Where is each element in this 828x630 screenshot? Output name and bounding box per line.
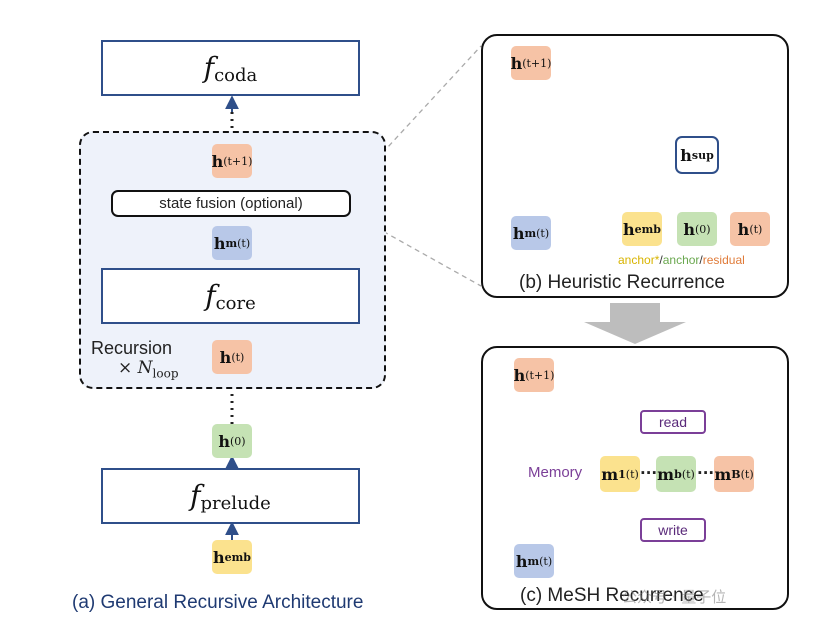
memory-dots-1: ··· [640, 464, 658, 482]
panel-c-token-h-t-plus-1: h(t+1) [514, 358, 554, 392]
memory-label: Memory [528, 464, 583, 481]
panel-b-token-h-0: h(0) [677, 212, 717, 246]
transition-arrow [584, 303, 686, 344]
token-h-t: h(t) [212, 340, 252, 374]
f-prelude-box: fprelude [101, 468, 360, 524]
panel-b-token-h-t-plus-1: h(t+1) [511, 46, 551, 80]
zoom-guide-bottom [351, 213, 482, 287]
caption-a: (a) General Recursive Architecture [72, 592, 364, 613]
recursion-label: Recursion [91, 338, 173, 358]
caption-b: (b) Heuristic Recurrence [519, 272, 725, 293]
watermark: 公众号 · 量子位 [622, 588, 727, 606]
memory-dots-2: ··· [697, 464, 715, 482]
state-fusion-box: state fusion (optional) [111, 190, 351, 217]
panel-b-token-h-t: h(t) [730, 212, 770, 246]
read-box: read [640, 410, 706, 434]
fusion-options: anchor*/anchor/residual [618, 253, 745, 267]
f-coda-box: fcoda [101, 40, 360, 96]
token-h-0: h(0) [212, 424, 252, 458]
token-h-t-plus-1: h(t+1) [212, 144, 252, 178]
f-core-box: fcore [101, 268, 360, 324]
caption-c: (c) MeSH Recurrence [520, 585, 704, 606]
loop-count-label: × Nloop [118, 358, 179, 381]
write-box: write [640, 518, 706, 542]
